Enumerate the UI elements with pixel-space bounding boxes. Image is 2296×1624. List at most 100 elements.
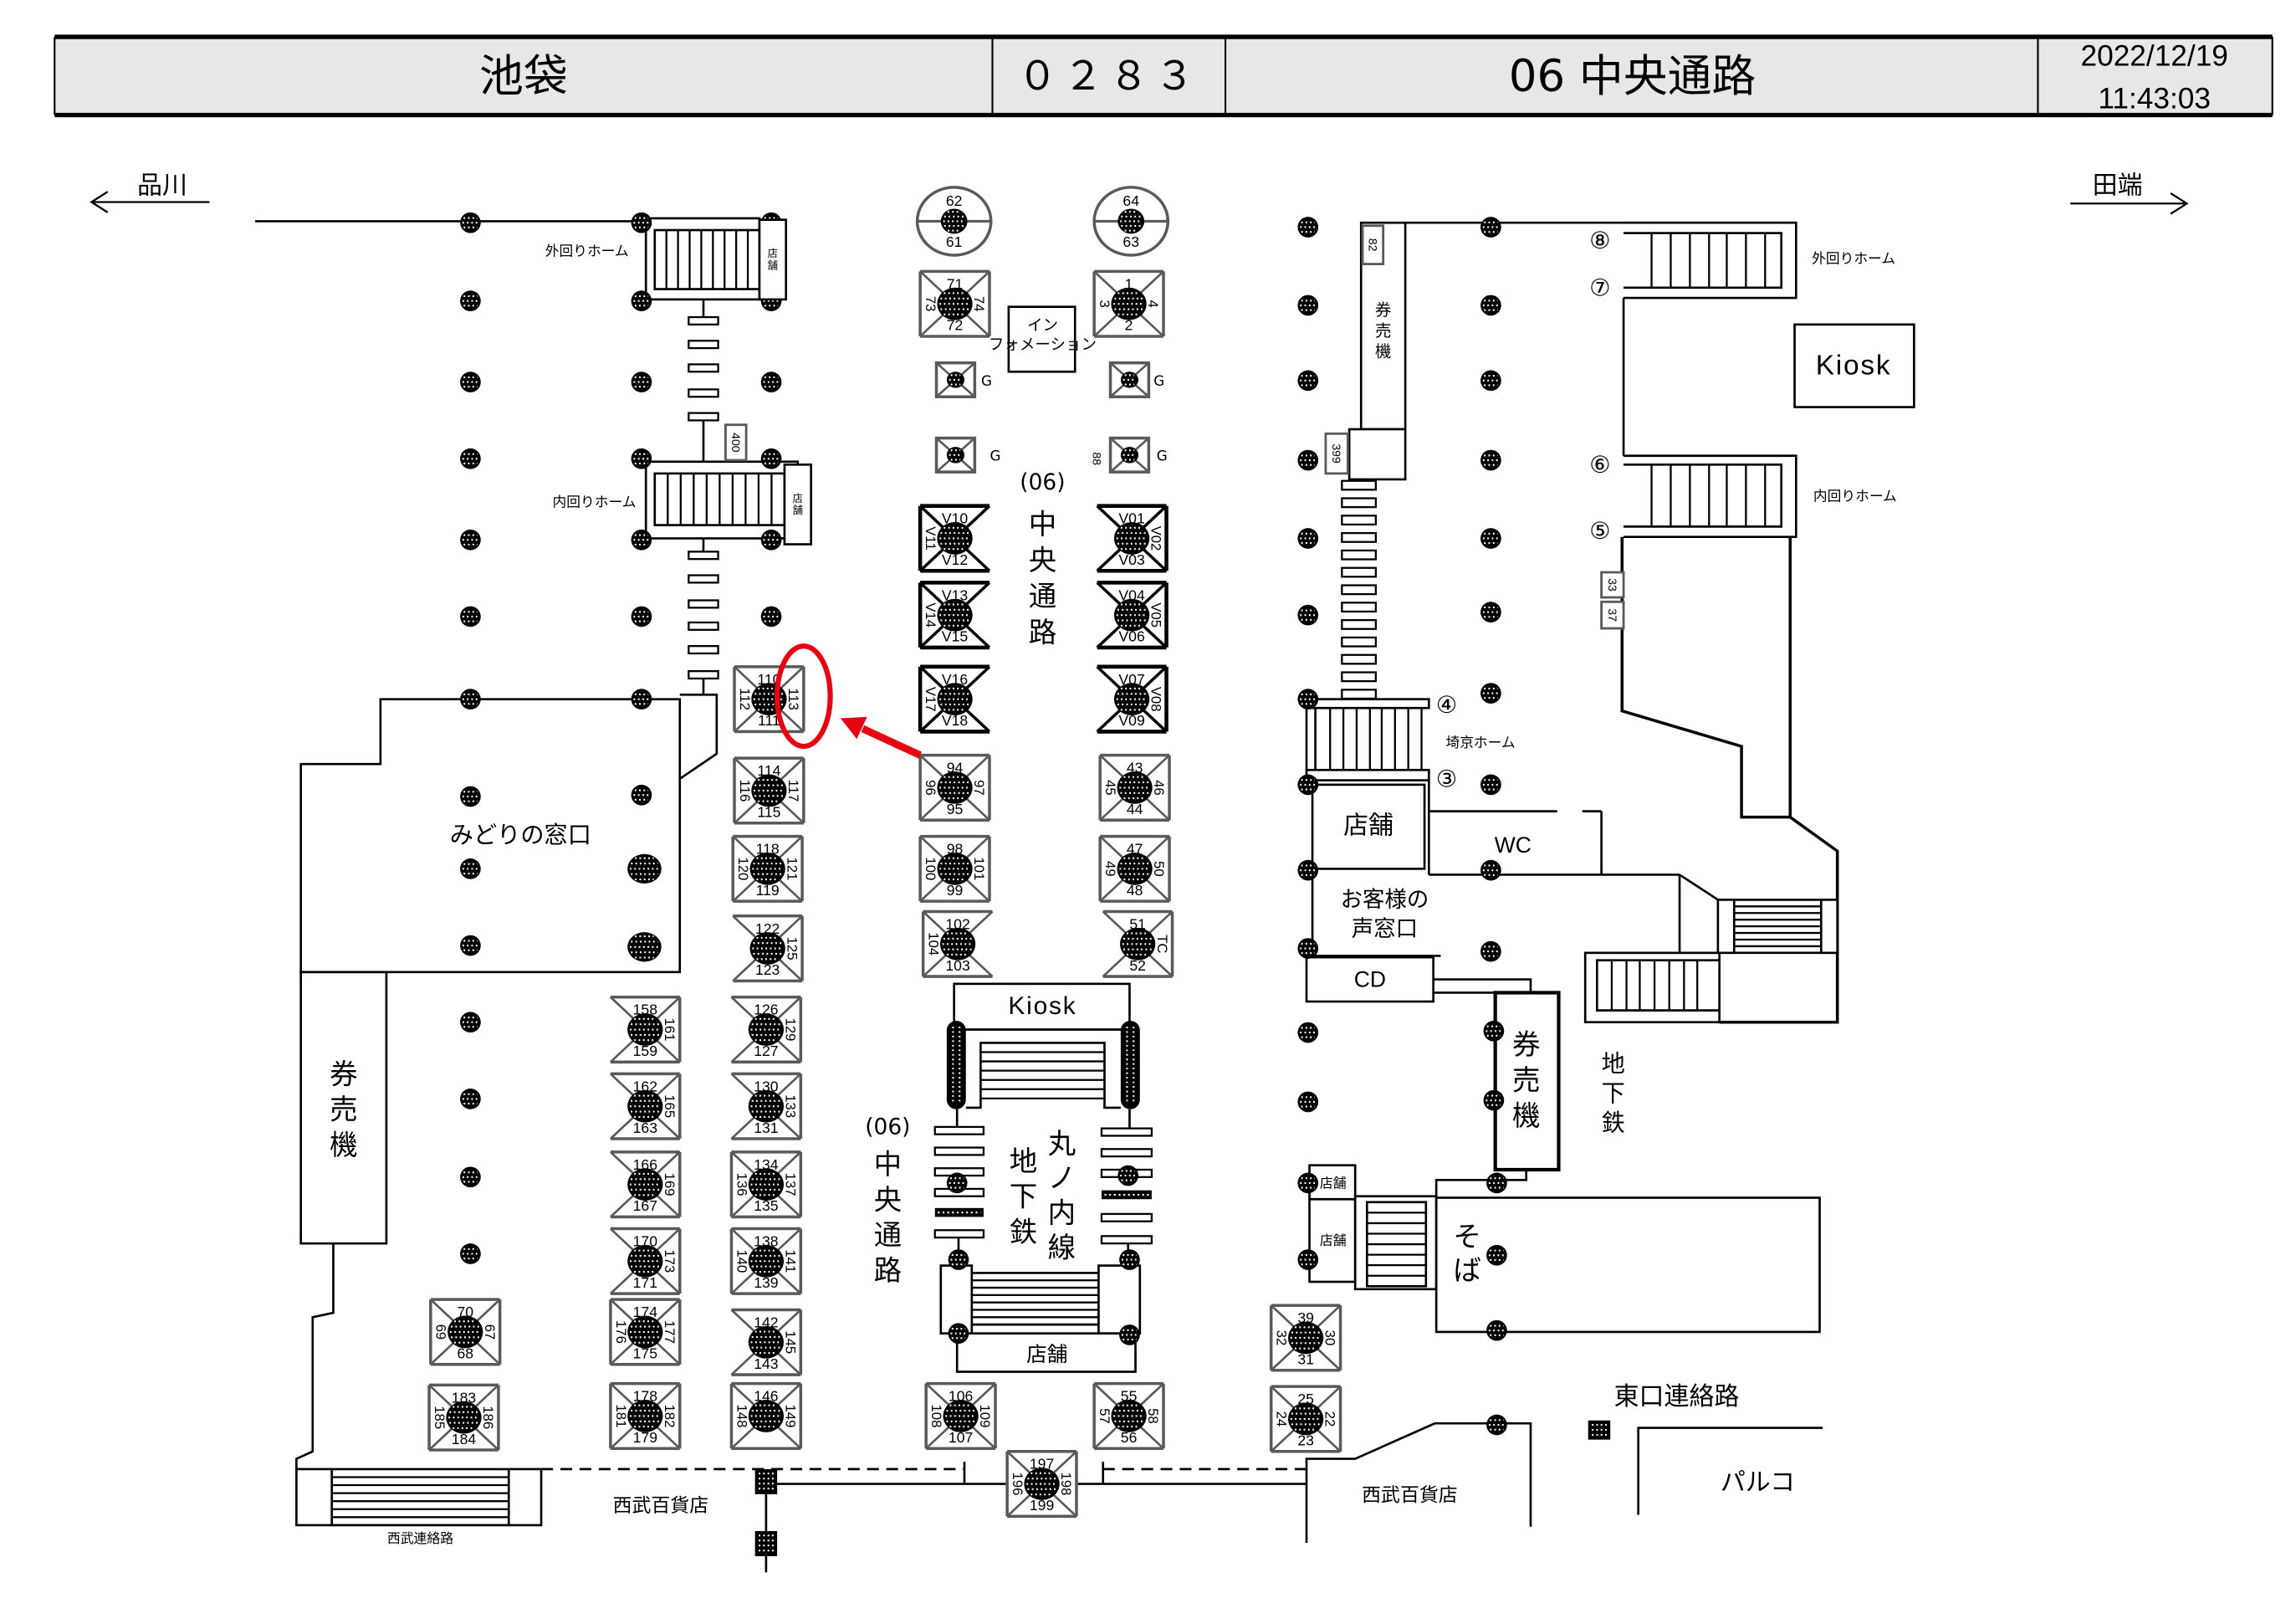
camera-label-right: 129 — [782, 1018, 798, 1042]
wc-label: WC — [1495, 832, 1532, 858]
camera-label-right: 50 — [1151, 861, 1167, 877]
ticket-machines-label: 券売機 — [330, 1058, 358, 1161]
pillar-body — [631, 212, 652, 233]
camera-label-right: V05 — [1148, 602, 1164, 628]
pillar-icon — [1486, 1244, 1507, 1266]
marunouchi-line-label: 丸ノ内線 — [1048, 1127, 1076, 1263]
kiosk-label: Kiosk — [1816, 351, 1892, 382]
pillar-icon — [937, 852, 973, 885]
tactile-paving-block — [933, 1146, 985, 1156]
pillar-body — [1297, 1172, 1319, 1194]
camera-label-top: 138 — [754, 1233, 779, 1250]
tactile-paving-block — [1100, 1235, 1153, 1245]
pillar-body — [460, 689, 481, 710]
shop-label: 店舗 — [768, 248, 778, 271]
tag-box — [1600, 571, 1625, 599]
camera-label-top: V10 — [942, 510, 969, 527]
customer-voice-window-label: 声窓口 — [1352, 916, 1418, 942]
tactile-paving-block — [1341, 584, 1378, 596]
pillar-body — [1297, 604, 1319, 626]
pillar-icon — [627, 1089, 663, 1123]
stairs-east-end — [1716, 899, 1736, 955]
pillar-icon — [1483, 1089, 1505, 1111]
pillar-body — [754, 1530, 778, 1556]
label-char: 鉄 — [1602, 1109, 1625, 1136]
pillar-icon — [1120, 927, 1156, 961]
camera-label-bottom: 111 — [758, 712, 780, 729]
pillar-body — [631, 448, 652, 469]
pillar-body — [1113, 522, 1150, 555]
pillar-icon — [460, 371, 481, 392]
west-arrow-head-icon — [89, 191, 109, 213]
pillar-body — [760, 448, 782, 469]
camera-label-left: 104 — [925, 932, 941, 955]
tactile-paving-block — [688, 574, 719, 584]
camera-label-top: 98 — [947, 841, 964, 858]
camera-label-right: 141 — [782, 1249, 798, 1273]
tactile-paving-block — [1100, 1127, 1153, 1137]
pillar-body — [1287, 1402, 1324, 1436]
highlight-arrow-head-icon — [840, 716, 867, 740]
label-char: 売 — [1512, 1063, 1541, 1096]
pillar-body — [460, 1089, 481, 1109]
subway-label: 地下鉄 — [1602, 1050, 1625, 1137]
camera-label-left: 45 — [1102, 780, 1118, 796]
pillar-icon — [631, 290, 652, 311]
square-pillar-icon — [754, 1468, 778, 1494]
pillar-icon — [940, 208, 968, 234]
pillar-icon — [1297, 528, 1319, 549]
label-char: 通 — [1029, 580, 1057, 612]
camera-label-right: 186 — [480, 1406, 496, 1429]
gate-camera — [1108, 361, 1151, 398]
pillar-body — [749, 852, 785, 885]
camera-label-bottom: 199 — [1030, 1497, 1054, 1514]
pillar-icon — [1297, 449, 1319, 471]
pillar-icon — [460, 858, 481, 879]
camera-label-right: 198 — [1058, 1473, 1074, 1496]
label-char: 券 — [1375, 300, 1391, 320]
label-char: 路 — [874, 1253, 903, 1286]
pillar-icon — [748, 1325, 785, 1359]
soba-shop-label: そば — [1453, 1220, 1481, 1287]
square-pillar-icon — [754, 1530, 778, 1556]
pillar-icon — [1480, 859, 1501, 881]
label-char: 舗 — [793, 505, 803, 516]
pillar-icon — [627, 1168, 663, 1201]
tactile-paving-block — [688, 599, 719, 609]
pillar-body — [754, 1468, 778, 1494]
platform-building-outline — [1620, 536, 1792, 819]
wall-line — [1433, 978, 1532, 993]
seibu-link-stairs-end — [295, 1468, 334, 1527]
station-name: 池袋 — [479, 51, 568, 102]
direction-east-label: 田端 — [2093, 172, 2143, 201]
gate-label: G — [1157, 448, 1168, 464]
camera-label-bottom: 127 — [754, 1043, 778, 1059]
pillar-icon — [748, 1400, 785, 1432]
camera-label-bottom: 52 — [1129, 957, 1146, 974]
pillar-icon — [748, 1013, 785, 1046]
label-char: 路 — [1029, 616, 1057, 648]
map-overlay-structures — [758, 218, 812, 546]
camera-label-left: 69 — [433, 1324, 449, 1340]
pillar-icon — [1287, 1402, 1324, 1436]
pillar-icon — [447, 1315, 483, 1349]
camera-label-top: 170 — [633, 1233, 658, 1250]
seibu-link-label: 西武連絡路 — [387, 1530, 453, 1546]
pillar-icon — [631, 606, 652, 628]
pillar-body — [748, 1244, 785, 1278]
camera-label-bottom: 56 — [1121, 1429, 1138, 1446]
pillar-icon — [1480, 774, 1501, 796]
stairs-outer-loop-treads — [653, 228, 761, 290]
pillar-icon — [631, 448, 652, 469]
pillar-body — [1120, 927, 1156, 961]
shop-label: 店舗 — [1026, 1342, 1067, 1366]
pillar-body — [1297, 217, 1319, 238]
pillar-body — [760, 529, 782, 551]
